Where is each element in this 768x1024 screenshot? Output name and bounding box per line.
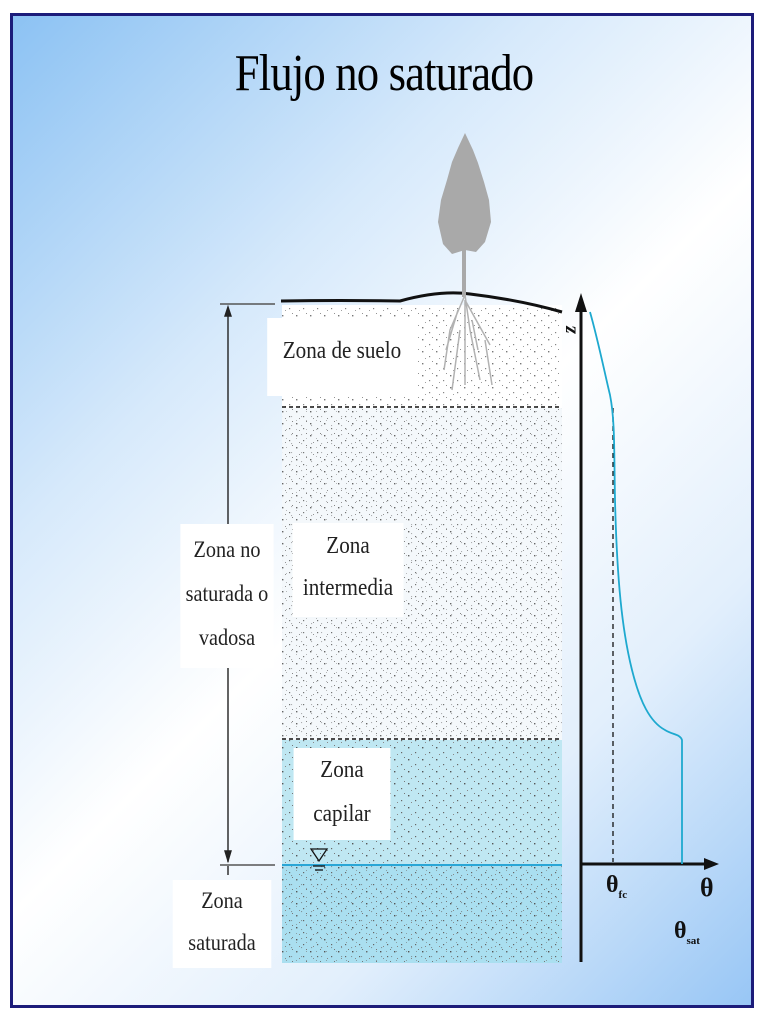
theta-fc-symbol: θ xyxy=(606,872,619,898)
intermediate-zone-line1: Zona xyxy=(326,533,370,559)
slide-title: Flujo no saturado xyxy=(234,45,534,102)
water-table-symbol xyxy=(309,848,329,871)
vadose-zone-label: Zona no saturada o vadosa xyxy=(180,524,274,668)
soil-zone-label-text: Zona de suelo xyxy=(282,338,402,364)
vadose-zone-line2: saturada o xyxy=(185,581,269,606)
theta-fc-label: θfc xyxy=(606,872,627,901)
soil-zone-label: Zona de suelo xyxy=(267,318,417,396)
capillary-zone-line2: capilar xyxy=(313,801,371,827)
intermediate-zone-line2: intermedia xyxy=(302,575,394,601)
tree-icon xyxy=(438,133,493,391)
theta-fc-subscript: fc xyxy=(618,888,628,901)
moisture-profile-axes xyxy=(575,293,719,962)
capillary-zone-label: Zona capilar xyxy=(293,748,391,840)
theta-sat-subscript: sat xyxy=(686,934,700,947)
ground-surface-line xyxy=(280,291,563,314)
theta-sat-symbol: θ xyxy=(674,918,687,944)
saturated-zone-line1: Zona xyxy=(201,888,243,913)
saturated-zone-label: Zona saturada xyxy=(172,880,272,968)
intermediate-zone-label: Zona intermedia xyxy=(292,523,404,617)
vadose-zone-line1: Zona no xyxy=(193,537,261,562)
z-axis-label: z xyxy=(558,325,581,334)
moisture-profile-curve xyxy=(589,311,683,864)
theta-axis-label: θ xyxy=(700,873,714,902)
capillary-zone-line1: Zona xyxy=(320,757,364,783)
saturated-zone-line2: saturada xyxy=(188,930,256,955)
theta-sat-label: θsat xyxy=(674,918,700,947)
vadose-zone-line3: vadosa xyxy=(198,625,256,650)
